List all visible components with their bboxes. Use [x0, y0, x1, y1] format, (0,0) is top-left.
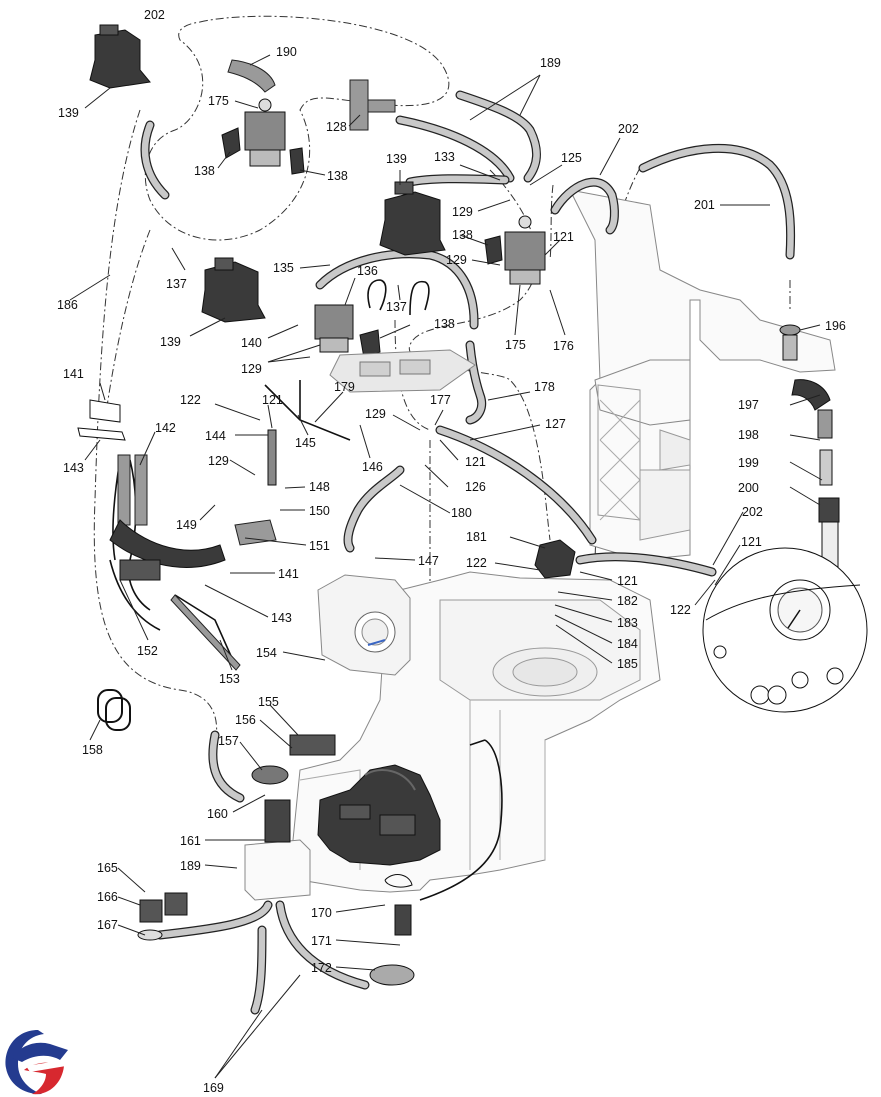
solenoid-139-top	[89, 24, 151, 89]
callout-189: 189	[540, 56, 561, 70]
callout-140: 140	[241, 336, 262, 350]
callout-189: 189	[180, 859, 201, 873]
callout-202: 202	[144, 8, 165, 22]
callout-184: 184	[617, 637, 638, 651]
wires	[109, 279, 503, 901]
callout-141: 141	[278, 567, 299, 581]
callout-155: 155	[258, 695, 279, 709]
callout-179: 179	[334, 380, 355, 394]
callout-121: 121	[553, 230, 574, 244]
callout-156: 156	[235, 713, 256, 727]
callout-127: 127	[545, 417, 566, 431]
callout-138: 138	[452, 228, 473, 242]
callout-175: 175	[505, 338, 526, 352]
pressure-gauge-inset	[702, 547, 868, 713]
callout-165: 165	[97, 861, 118, 875]
valve-175-top	[244, 98, 286, 167]
callout-121: 121	[262, 393, 283, 407]
callout-136: 136	[357, 264, 378, 278]
callout-135: 135	[273, 261, 294, 275]
callout-139: 139	[386, 152, 407, 166]
callout-167: 167	[97, 918, 118, 932]
callout-181: 181	[466, 530, 487, 544]
callout-121: 121	[617, 574, 638, 588]
callout-160: 160	[207, 807, 228, 821]
callout-176: 176	[553, 339, 574, 353]
valve-175-right	[504, 215, 546, 285]
callout-177: 177	[430, 393, 451, 407]
callout-143: 143	[63, 461, 84, 475]
callout-202: 202	[742, 505, 763, 519]
callout-196: 196	[825, 319, 846, 333]
callout-121: 121	[465, 455, 486, 469]
callout-158: 158	[82, 743, 103, 757]
callout-201: 201	[694, 198, 715, 212]
callout-202: 202	[618, 122, 639, 136]
callout-148: 148	[309, 480, 330, 494]
callout-145: 145	[295, 436, 316, 450]
callout-153: 153	[219, 672, 240, 686]
parts	[77, 24, 868, 986]
callout-141: 141	[63, 367, 84, 381]
callout-172: 172	[311, 961, 332, 975]
callout-labels: 202 139 190 175 128 138 138 189 125 202 …	[57, 8, 846, 1095]
callout-198: 198	[738, 428, 759, 442]
callout-182: 182	[617, 594, 638, 608]
callout-190: 190	[276, 45, 297, 59]
callout-137: 137	[386, 300, 407, 314]
callout-122: 122	[670, 603, 691, 617]
callout-142: 142	[155, 421, 176, 435]
callout-129: 129	[365, 407, 386, 421]
callout-199: 199	[738, 456, 759, 470]
callout-154: 154	[256, 646, 277, 660]
callout-151: 151	[309, 539, 330, 553]
callout-175: 175	[208, 94, 229, 108]
callout-197: 197	[738, 398, 759, 412]
callout-138: 138	[194, 164, 215, 178]
callout-166: 166	[97, 890, 118, 904]
machine-frame	[289, 189, 836, 893]
leader-lines	[69, 54, 823, 1079]
callout-171: 171	[311, 934, 332, 948]
callout-138: 138	[434, 317, 455, 331]
callout-185: 185	[617, 657, 638, 671]
callout-122: 122	[180, 393, 201, 407]
callout-129: 129	[452, 205, 473, 219]
callout-144: 144	[205, 429, 226, 443]
callout-157: 157	[218, 734, 239, 748]
callout-170: 170	[311, 906, 332, 920]
callout-161: 161	[180, 834, 201, 848]
callout-138: 138	[327, 169, 348, 183]
callout-128: 128	[326, 120, 347, 134]
callout-147: 147	[418, 554, 439, 568]
callout-125: 125	[561, 151, 582, 165]
callout-133: 133	[434, 150, 455, 164]
callout-169: 169	[203, 1081, 224, 1095]
valve-136	[314, 304, 354, 353]
callout-143: 143	[271, 611, 292, 625]
callout-200: 200	[738, 481, 759, 495]
callout-149: 149	[176, 518, 197, 532]
brand-logo-icon	[5, 1030, 68, 1095]
callout-178: 178	[534, 380, 555, 394]
callout-122: 122	[466, 556, 487, 570]
callout-186: 186	[57, 298, 78, 312]
tubes	[140, 90, 796, 1015]
callout-126: 126	[465, 480, 486, 494]
callout-150: 150	[309, 504, 330, 518]
callout-180: 180	[451, 506, 472, 520]
callout-183: 183	[617, 616, 638, 630]
callout-146: 146	[362, 460, 383, 474]
callout-129: 129	[241, 362, 262, 376]
callout-137: 137	[166, 277, 187, 291]
callout-121: 121	[741, 535, 762, 549]
callout-139: 139	[58, 106, 79, 120]
solenoid-139-mid	[379, 181, 446, 256]
solenoid-139-left	[201, 257, 266, 323]
callout-152: 152	[137, 644, 158, 658]
callout-129: 129	[208, 454, 229, 468]
callout-139: 139	[160, 335, 181, 349]
callout-129: 129	[446, 253, 467, 267]
